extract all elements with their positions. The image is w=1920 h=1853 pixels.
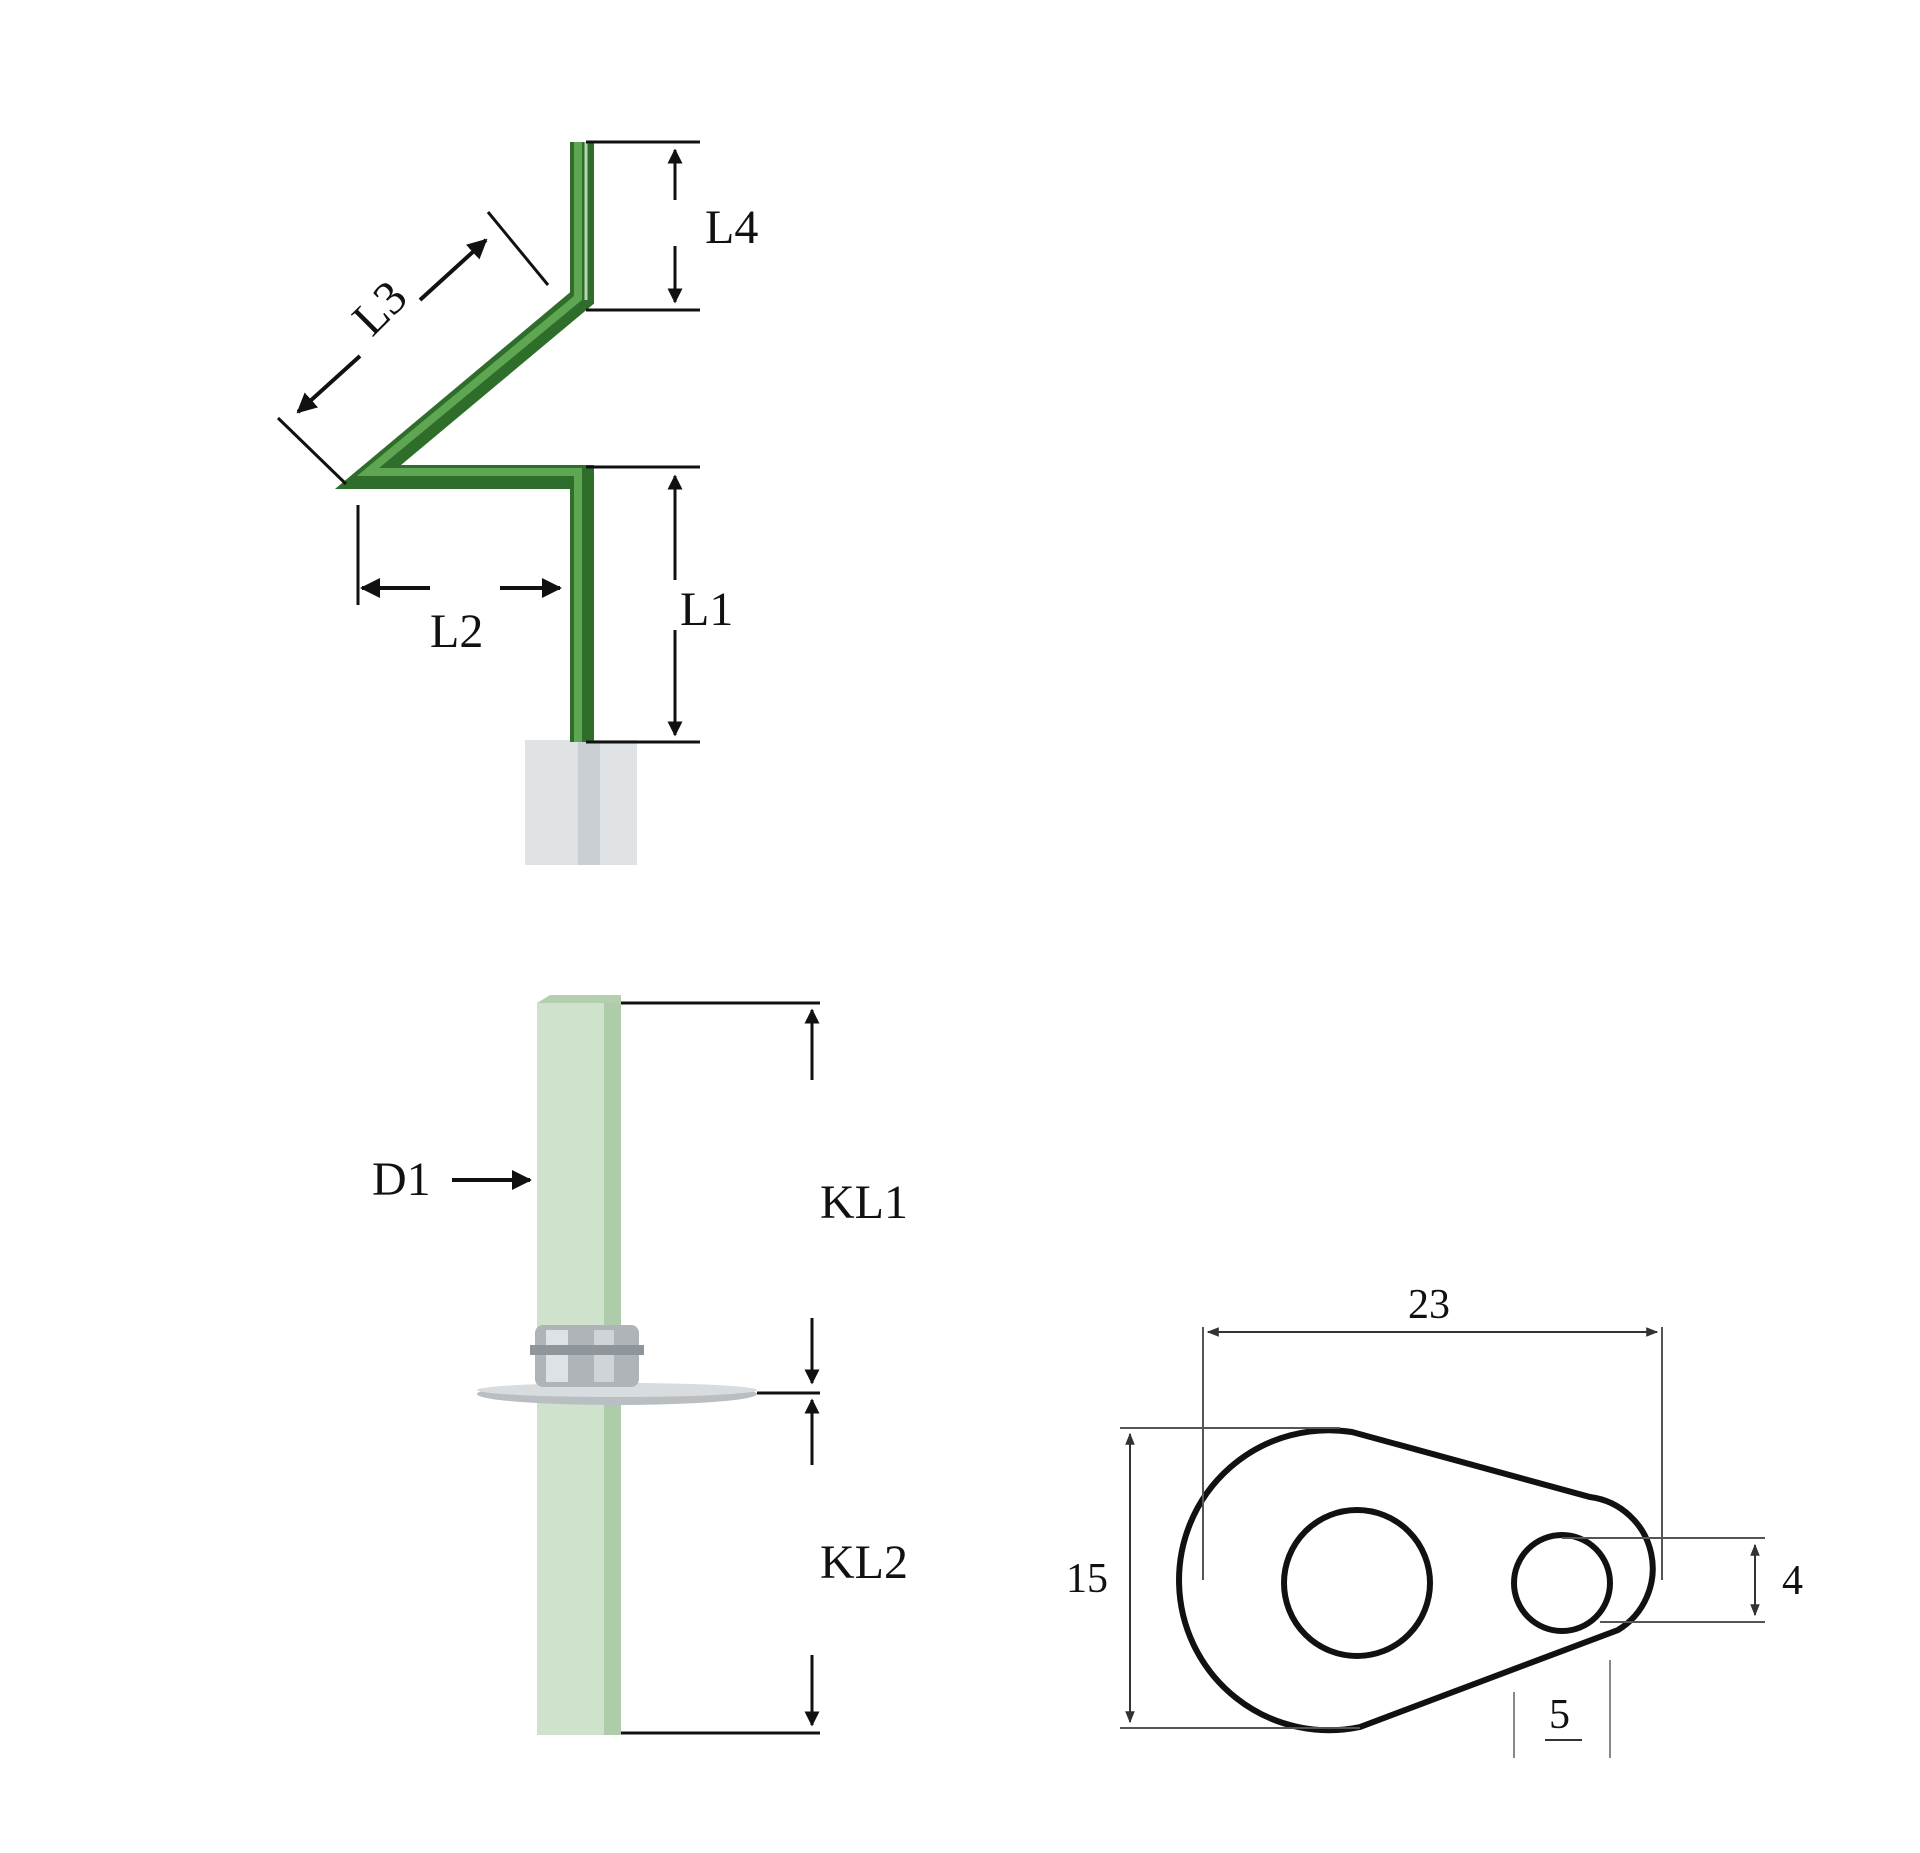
dimension-l4: L4 [586, 140, 758, 312]
dimension-hole: 4 [1562, 1537, 1803, 1623]
label-l1: L1 [680, 583, 733, 636]
dimension-width: 23 [1202, 1282, 1663, 1580]
lug-diagram: 23 15 4 5 [1066, 1282, 1803, 1758]
label-width: 23 [1408, 1282, 1450, 1328]
tube-top [537, 995, 621, 1003]
mounting-nut [477, 1325, 757, 1405]
tube-diagram: D1 KL1 KL2 [372, 995, 908, 1735]
label-d1: D1 [372, 1153, 431, 1206]
label-height: 15 [1066, 1556, 1108, 1602]
dimension-l2: L2 [356, 505, 562, 658]
label-l4: L4 [705, 201, 758, 254]
label-kl2: KL2 [820, 1536, 908, 1589]
dimension-hole-offset: 5 [1513, 1660, 1611, 1758]
dimension-kl2: KL2 [621, 1391, 908, 1735]
label-l2: L2 [430, 605, 483, 658]
label-l3: L3 [342, 271, 417, 346]
label-hole-offset: 5 [1549, 1692, 1570, 1738]
bent-rod-diagram: L4 L3 L1 L2 [276, 140, 758, 865]
label-kl1: KL1 [820, 1176, 908, 1229]
dimension-height: 15 [1066, 1427, 1360, 1729]
small-hole [1511, 1532, 1613, 1634]
lug-outline [1176, 1427, 1656, 1734]
dimension-l1: L1 [586, 465, 733, 744]
rod-sleeve-shade [578, 740, 600, 865]
large-hole [1281, 1507, 1433, 1659]
bent-rod-highlight [356, 142, 582, 742]
dimension-kl1: KL1 [621, 1001, 908, 1385]
label-hole: 4 [1782, 1558, 1803, 1604]
